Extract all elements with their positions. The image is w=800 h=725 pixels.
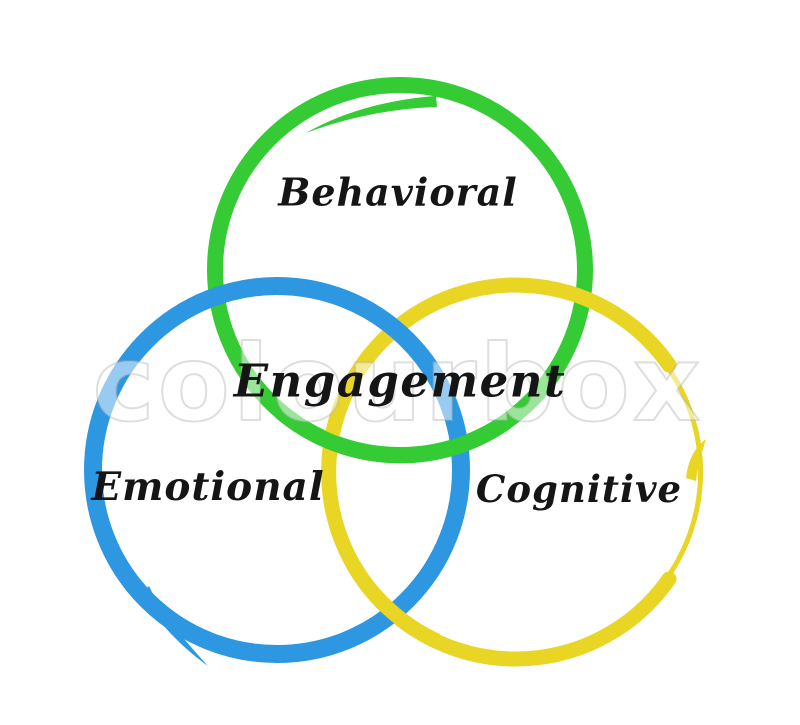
cognitive-brush-flick [686,439,706,481]
emotional-ring [84,277,470,663]
emotional-brush-tail [140,586,208,666]
emotional-label: Emotional [91,464,325,510]
cognitive-label: Cognitive [475,467,683,511]
engagement-center-label: Engagement [233,354,567,408]
behavioral-brush-tail [306,96,437,133]
watermark-text: colourbox [92,323,703,445]
behavioral-label: Behavioral [278,169,518,215]
behavioral-over-crossing-patch [275,405,511,464]
cognitive-ring-thin-arc [664,363,704,581]
cognitive-over-crossing-patch [347,562,441,648]
cognitive-ring-main-arc [321,277,677,667]
